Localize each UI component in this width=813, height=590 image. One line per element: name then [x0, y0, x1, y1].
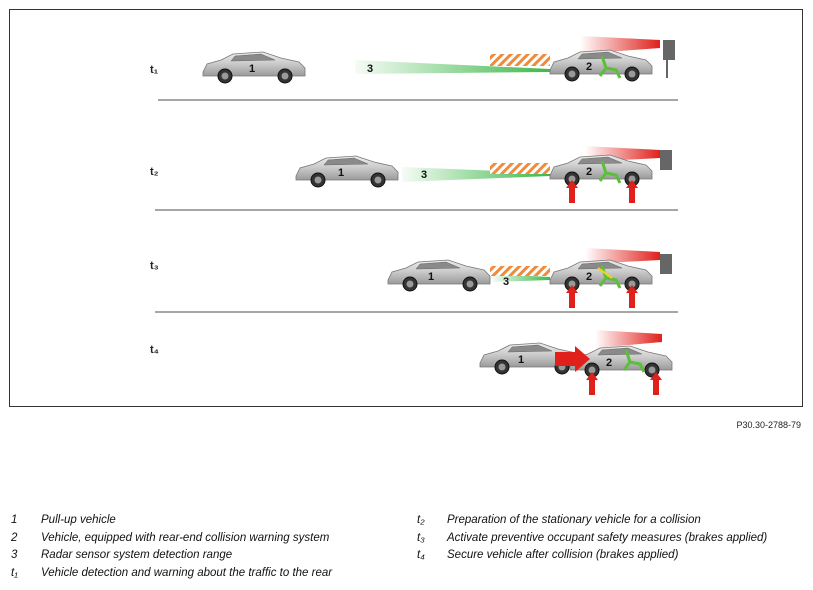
time-label: t₃ — [150, 260, 159, 272]
seatbelt-icon — [597, 267, 613, 279]
brake-arrow — [586, 372, 598, 395]
vehicle-number: 2 — [586, 166, 592, 178]
radar-range-number: 3 — [367, 63, 373, 75]
signal-post — [660, 150, 672, 170]
legend-key: 3 — [11, 549, 18, 561]
legend-text: Secure vehicle after collision (brakes a… — [447, 549, 679, 561]
signal-post — [660, 254, 672, 274]
rear-warning-signal — [580, 36, 660, 54]
legend-key: 1 — [11, 514, 18, 526]
diagram-frame: t₁ 1 3 2 t₂ 1 3 — [9, 9, 803, 407]
scenario-row-t3: t₃ 1 3 2 — [150, 248, 678, 313]
rear-warning-signal — [595, 330, 662, 348]
legend-key: t₁ — [11, 567, 18, 579]
warning-zone-hatch — [490, 266, 550, 276]
warning-zone-hatch — [490, 163, 550, 174]
diagram-canvas: t₁ 1 3 2 t₂ 1 3 — [150, 36, 678, 395]
occupant-icon — [598, 55, 622, 79]
radar-detection-range — [402, 167, 550, 182]
legend-key: t₄ — [417, 549, 425, 561]
signal-post — [663, 40, 675, 60]
time-label: t₁ — [150, 64, 159, 76]
equipped-vehicle: 2 — [569, 345, 673, 378]
vehicle-number: 1 — [428, 271, 434, 283]
vehicle-number: 1 — [249, 63, 255, 75]
legend-key: t₂ — [417, 514, 425, 526]
time-label: t₄ — [150, 344, 159, 356]
pull-up-vehicle: 1 — [202, 51, 306, 84]
vehicle-number: 2 — [586, 61, 592, 73]
impact-arrow — [555, 346, 590, 372]
vehicle-number: 2 — [606, 357, 612, 369]
time-label: t₂ — [150, 166, 159, 178]
occupant-icon — [622, 349, 646, 373]
radar-detection-range — [355, 60, 550, 74]
brake-arrow — [650, 372, 662, 395]
pull-up-vehicle: 1 — [387, 259, 491, 292]
scenario-row-t4: t₄ 1 2 — [150, 330, 673, 395]
equipped-vehicle: 2 — [549, 154, 653, 187]
figure-reference: P30.30-2788-79 — [736, 420, 801, 430]
pull-up-vehicle: 1 — [479, 342, 583, 375]
radar-range-number: 3 — [421, 169, 427, 181]
legend-key: 2 — [11, 532, 18, 544]
vehicle-number: 1 — [518, 354, 524, 366]
vehicle-number: 2 — [586, 271, 592, 283]
brake-arrow — [626, 180, 638, 203]
brake-arrow — [566, 285, 578, 308]
legend-key: t₃ — [417, 532, 425, 544]
equipped-vehicle: 2 — [549, 259, 653, 292]
radar-range-number: 3 — [503, 276, 509, 288]
legend-text: Activate preventive occupant safety meas… — [447, 532, 768, 544]
pull-up-vehicle: 1 — [295, 155, 399, 188]
warning-zone-hatch — [490, 54, 550, 66]
legend-text: Vehicle, equipped with rear-end collisio… — [41, 532, 330, 544]
brake-arrow — [566, 180, 578, 203]
brake-arrow — [626, 285, 638, 308]
scenario-row-t1: t₁ 1 3 2 — [150, 36, 678, 101]
occupant-icon — [598, 160, 622, 184]
legend-text: Pull-up vehicle — [41, 514, 116, 526]
legend-text: Radar sensor system detection range — [41, 549, 233, 561]
rear-warning-signal — [585, 248, 660, 264]
equipped-vehicle: 2 — [549, 49, 653, 82]
legend-text: Vehicle detection and warning about the … — [41, 567, 333, 579]
scenario-row-t2: t₂ 1 3 2 — [150, 146, 678, 211]
vehicle-number: 1 — [338, 167, 344, 179]
legend-text: Preparation of the stationary vehicle fo… — [447, 514, 701, 526]
